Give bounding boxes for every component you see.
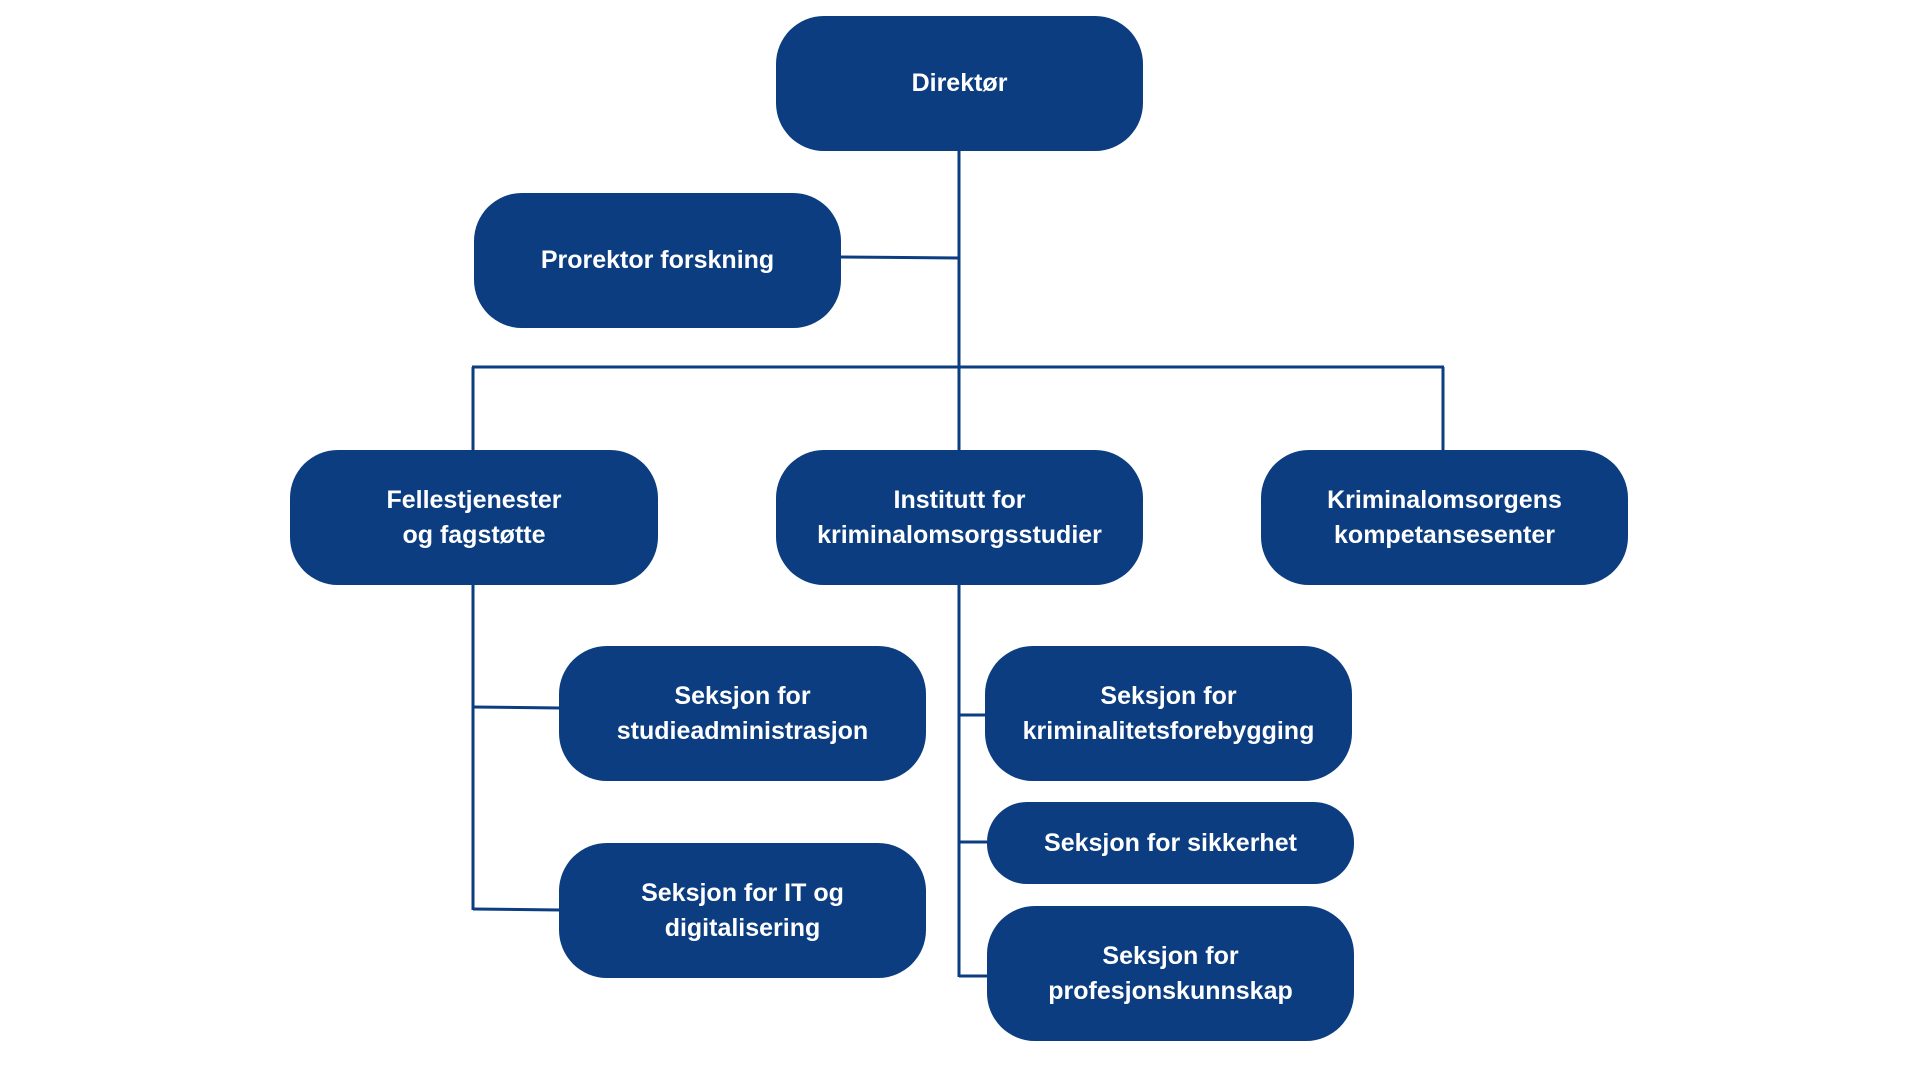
node-seksjon-sikkerhet: Seksjon for sikkerhet (987, 802, 1354, 884)
node-seksjon-sikkerhet-label: Seksjon for sikkerhet (1044, 828, 1297, 857)
node-direktor: Direktør (776, 16, 1143, 151)
node-seksjon-it: Seksjon for IT og digitalisering (559, 843, 926, 978)
node-kompetansesenter-label: Kriminalomsorgens kompetansesenter (1327, 485, 1562, 549)
node-fellestjenester: Fellestjenester og fagstøtte (290, 450, 658, 585)
node-prorektor-forskning-label: Prorektor forskning (540, 246, 775, 274)
node-seksjon-profesjonskunnskap-label: Seksjon for profesjonskunnskap (1048, 941, 1293, 1005)
node-seksjon-kriminalitetsforebygging: Seksjon for kriminalitetsforebygging (985, 646, 1352, 781)
node-seksjon-studieadministrasjon-label: Seksjon for studieadministrasjon (616, 681, 869, 745)
node-kompetansesenter: Kriminalomsorgens kompetansesenter (1261, 450, 1628, 585)
node-direktor-label: Direktør (911, 69, 1008, 97)
connector-prorektor (839, 255, 960, 260)
node-fellestjenester-label: Fellestjenester og fagstøtte (386, 485, 562, 549)
connector-it (472, 907, 561, 912)
node-seksjon-profesjonskunnskap: Seksjon for profesjonskunnskap (987, 906, 1354, 1041)
node-prorektor-forskning: Prorektor forskning (474, 193, 841, 328)
node-institutt-label: Institutt for kriminalomsorgsstudier (817, 485, 1102, 549)
node-seksjon-kriminalitetsforebygging-label: Seksjon for kriminalitetsforebygging (1022, 681, 1315, 745)
connector-studieadministrasjon (472, 705, 561, 710)
node-seksjon-studieadministrasjon: Seksjon for studieadministrasjon (559, 646, 926, 781)
node-seksjon-it-label: Seksjon for IT og digitalisering (641, 878, 844, 942)
node-institutt: Institutt for kriminalomsorgsstudier (776, 450, 1143, 585)
